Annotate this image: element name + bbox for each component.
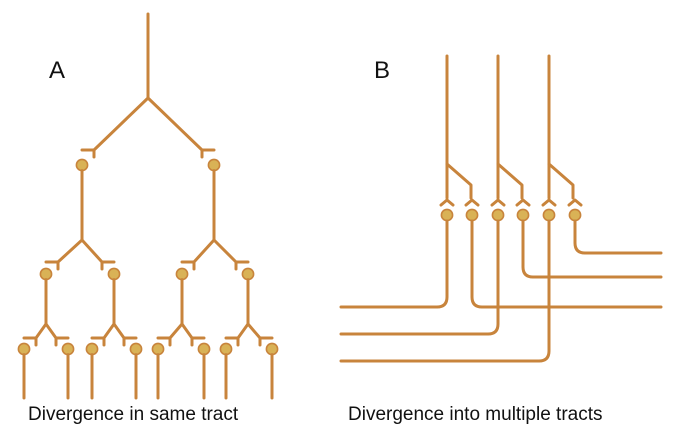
panel-a-tree	[17, 12, 279, 400]
caption-panel-a: Divergence in same tract	[28, 404, 239, 425]
axon-branch	[22, 322, 48, 340]
neuron-soma	[241, 267, 255, 281]
axon-branch	[44, 322, 70, 340]
neuron-soma	[39, 267, 53, 281]
synaptic-terminal	[439, 198, 455, 207]
panel-label-b: B	[374, 57, 391, 84]
axon-branch	[90, 322, 116, 340]
synaptic-terminal	[515, 198, 531, 207]
neuron-soma	[491, 208, 505, 222]
axon-branch-right	[146, 96, 216, 152]
panel-b-tracts	[339, 54, 663, 363]
axon-branch	[212, 238, 250, 264]
neuron-soma	[85, 342, 99, 356]
neuron-soma	[17, 342, 31, 356]
axon-branch-left	[80, 96, 150, 152]
axon-branch	[156, 322, 184, 340]
axon-branch	[80, 238, 116, 264]
axon-collateral	[445, 162, 473, 200]
axon-branch	[246, 322, 274, 340]
synaptic-terminal	[541, 198, 557, 207]
axon-collateral	[496, 162, 524, 200]
axon-branch	[224, 322, 250, 340]
neuron-soma	[129, 342, 143, 356]
neuron-soma	[265, 342, 279, 356]
axon-collateral	[547, 162, 575, 200]
axon-branch	[180, 238, 216, 264]
neuron-soma	[197, 342, 211, 356]
output-tract-left	[339, 219, 449, 309]
caption-panel-b: Divergence into multiple tracts	[348, 404, 603, 425]
output-tract-right	[573, 219, 663, 255]
neuron-soma	[440, 208, 454, 222]
neuron-soma	[516, 208, 530, 222]
axon-branch	[112, 322, 138, 340]
synaptic-terminal	[567, 198, 583, 207]
neuron-soma	[568, 208, 582, 222]
output-tract-left	[339, 219, 551, 363]
neuron-soma	[75, 158, 89, 172]
neuron-soma	[207, 158, 221, 172]
output-tract-right	[470, 219, 663, 309]
synaptic-terminal	[464, 198, 480, 207]
neuron-soma	[542, 208, 556, 222]
neuron-soma	[107, 267, 121, 281]
output-tract-left	[339, 219, 500, 336]
neuron-soma	[61, 342, 75, 356]
axon-branch	[180, 322, 206, 340]
axon-branch	[44, 238, 84, 264]
output-tract-right	[521, 219, 663, 279]
neuron-soma	[465, 208, 479, 222]
panel-label-a: A	[49, 57, 66, 84]
neuron-soma	[151, 342, 165, 356]
neuron-soma	[219, 342, 233, 356]
synaptic-terminal	[490, 198, 506, 207]
neuron-soma	[175, 267, 189, 281]
